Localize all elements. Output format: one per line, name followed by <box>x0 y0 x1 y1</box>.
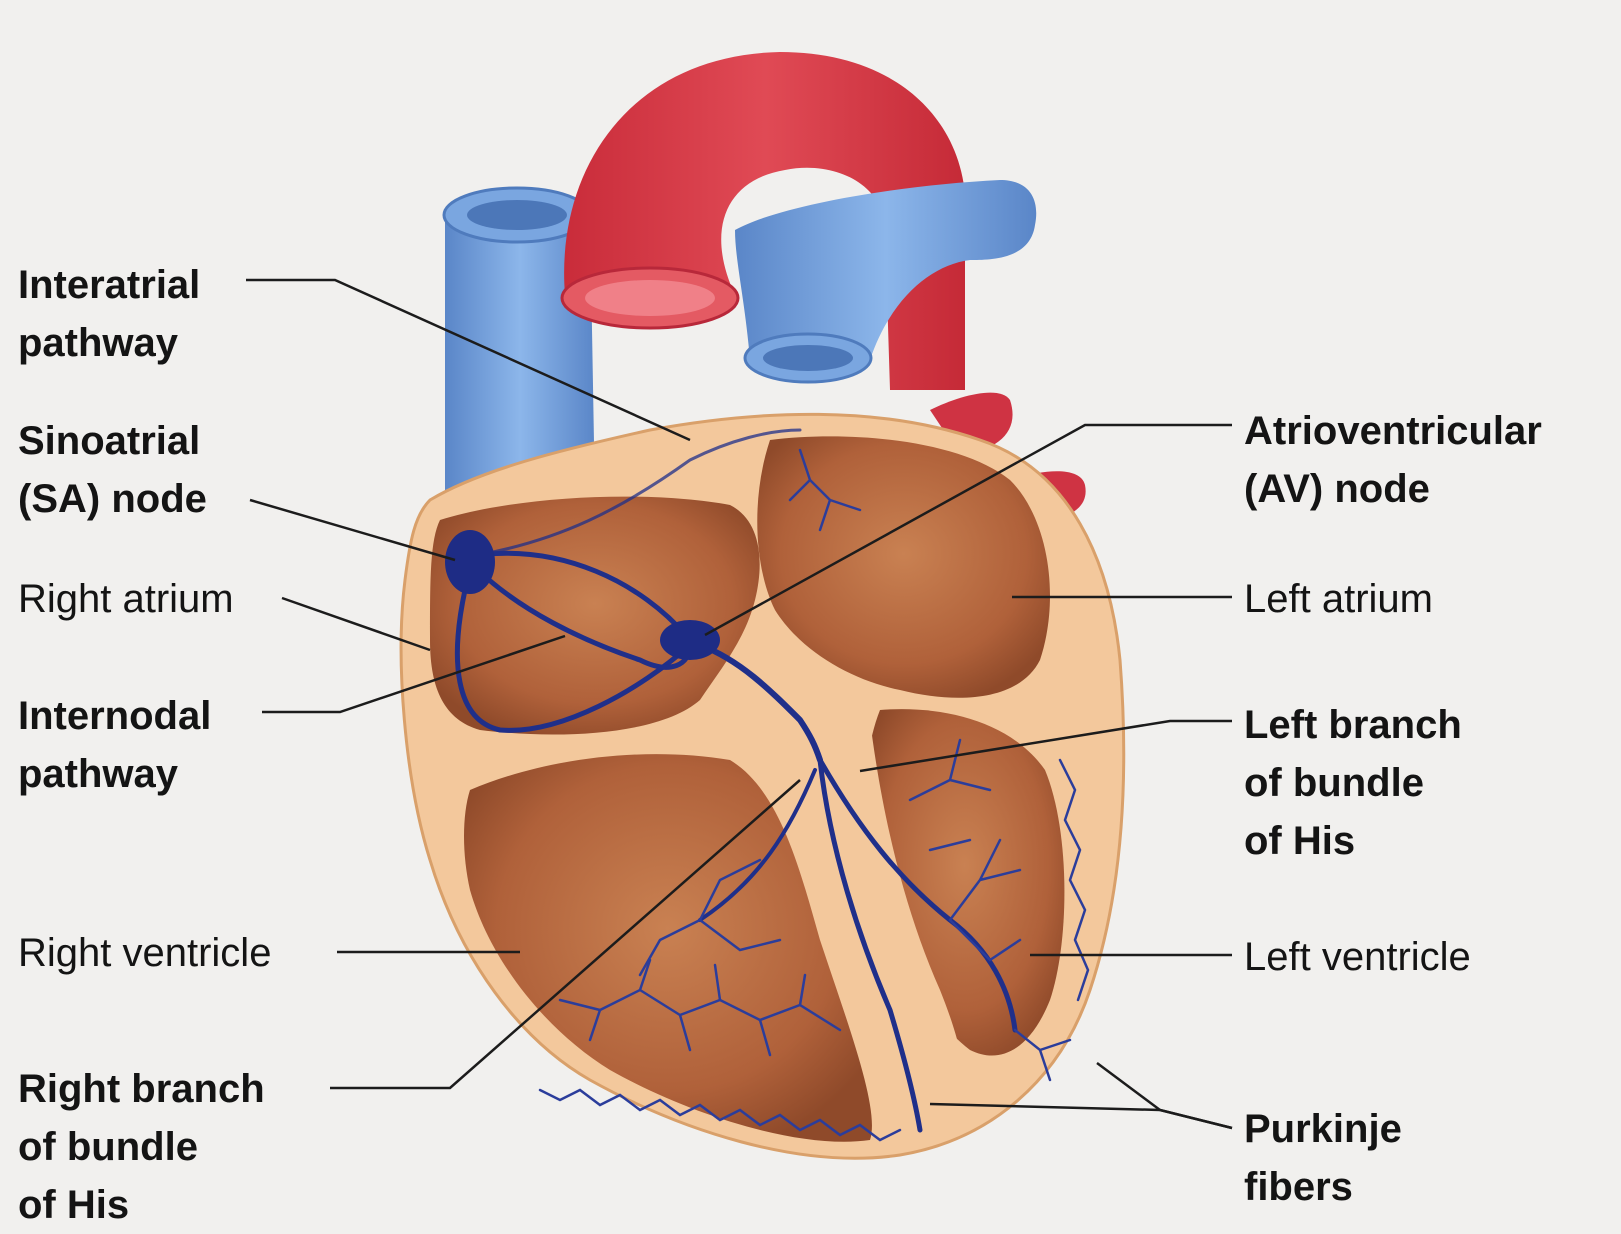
label-left-branch-bundle-of-his: Left branch of bundle of His <box>1244 696 1462 870</box>
label-left-atrium: Left atrium <box>1244 570 1433 628</box>
label-left-ventricle: Left ventricle <box>1244 928 1471 986</box>
label-interatrial-pathway: Interatrial pathway <box>18 256 200 372</box>
label-sa-node: Sinoatrial (SA) node <box>18 412 207 528</box>
leader-purkinje-2 <box>1097 1063 1232 1128</box>
label-right-ventricle: Right ventricle <box>18 924 271 982</box>
label-purkinje-fibers: Purkinje fibers <box>1244 1100 1402 1216</box>
label-av-node: Atrioventricular (AV) node <box>1244 402 1542 518</box>
label-internodal-pathway: Internodal pathway <box>18 687 211 803</box>
av-node <box>660 620 720 660</box>
label-right-atrium: Right atrium <box>18 570 234 628</box>
label-right-branch-bundle-of-his: Right branch of bundle of His <box>18 1060 265 1234</box>
pulmonary-trunk <box>735 180 1036 382</box>
sa-node <box>445 530 495 594</box>
